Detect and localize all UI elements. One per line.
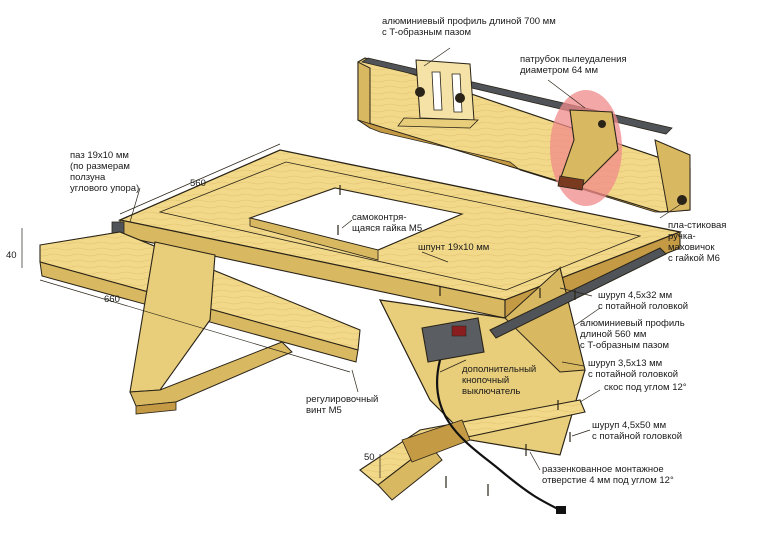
label-knob: пла-стиковая ручка- маховичок с гайкой М… — [668, 220, 726, 264]
label-line: щаяся гайка М5 — [352, 223, 423, 234]
push-switch — [421, 317, 566, 514]
label-bevel: скос под углом 12° — [604, 382, 687, 393]
label-line: дополнительный — [462, 364, 537, 375]
label-dowel: шпунт 19х10 мм — [418, 242, 489, 253]
label-aluminum-profile-700: алюминиевый профиль длиной 700 мм с T-об… — [382, 16, 556, 38]
fence — [357, 57, 691, 213]
label-groove: паз 19х10 мм (по размерам ползуна углово… — [70, 150, 139, 194]
label-line: маховичок — [668, 242, 715, 253]
label-adjust-screw: регулировочный винт М5 — [306, 394, 378, 416]
label-line: винт М5 — [306, 405, 342, 416]
fence-knob-icon — [677, 195, 687, 205]
label-line: шуруп 4,5х32 мм — [598, 290, 673, 301]
aluminum-profile-560 — [489, 247, 667, 339]
dimension-50: 50 — [364, 452, 375, 463]
table-top — [111, 149, 683, 319]
label-line: самоконтря- — [352, 212, 407, 223]
label-line: с T-образным пазом — [382, 27, 472, 38]
label-line: отверстие 4 мм под углом 12° — [542, 475, 674, 486]
label-line: с гайкой М6 — [668, 253, 720, 264]
label-screw-3-5x13: шуруп 3,5х13 мм с потайной головкой — [588, 358, 678, 380]
dimension-40: 40 — [6, 250, 17, 261]
dimension-560: 560 — [190, 178, 206, 189]
label-line: раззенкованное монтажное — [542, 464, 664, 475]
label-line: длиной 560 мм — [580, 329, 647, 340]
label-screw-4-5x32: шуруп 4,5х32 мм с потайной головкой — [598, 290, 688, 312]
label-line: шуруп 3,5х13 мм — [588, 358, 663, 369]
label-line: шпунт 19х10 мм — [418, 242, 490, 253]
label-line: ползуна — [70, 172, 106, 183]
switch-button-icon — [451, 325, 467, 337]
label-countersunk-hole: раззенкованное монтажное отверстие 4 мм … — [542, 464, 674, 486]
dimension-lines — [21, 143, 381, 478]
label-line: скос под углом 12° — [604, 382, 687, 393]
label-line: регулировочный — [306, 394, 379, 405]
label-line: пла-стиковая — [668, 220, 727, 231]
knob-icon — [415, 87, 425, 97]
label-line: патрубок пылеудаления — [520, 54, 627, 65]
label-line: (по размерам — [70, 161, 130, 172]
label-dust-port: патрубок пылеудаления диаметром 64 мм — [520, 54, 627, 76]
leader-lines — [129, 47, 685, 471]
label-line: углового упора) — [70, 183, 140, 194]
power-cable — [435, 359, 561, 511]
label-line: выключатель — [462, 386, 521, 397]
left-base — [39, 231, 361, 415]
label-line: с T-образным пазом — [580, 340, 670, 351]
label-line: диаметром 64 мм — [520, 65, 598, 76]
label-line: шуруп 4,5х50 мм — [592, 420, 667, 431]
label-line: алюминиевый профиль длиной 700 мм — [382, 16, 556, 27]
label-line: алюминиевый профиль — [580, 318, 685, 329]
label-line: с потайной головкой — [588, 369, 679, 380]
label-screw-4-5x50: шуруп 4,5х50 мм с потайной головкой — [592, 420, 682, 442]
label-line: с потайной головкой — [592, 431, 683, 442]
label-line: с потайной головкой — [598, 301, 689, 312]
dimension-660: 660 — [104, 294, 120, 305]
label-line: кнопочный — [462, 375, 510, 386]
label-self-lock-nut: самоконтря- щаяся гайка М5 — [352, 212, 422, 234]
label-line: ручка- — [668, 231, 696, 242]
label-aluminum-profile-560: алюминиевый профиль длиной 560 мм с T-об… — [580, 318, 685, 351]
label-line: паз 19х10 мм — [70, 150, 129, 161]
knob-icon — [455, 93, 465, 103]
label-push-switch: дополнительный кнопочный выключатель — [462, 364, 536, 397]
screws — [337, 185, 576, 496]
